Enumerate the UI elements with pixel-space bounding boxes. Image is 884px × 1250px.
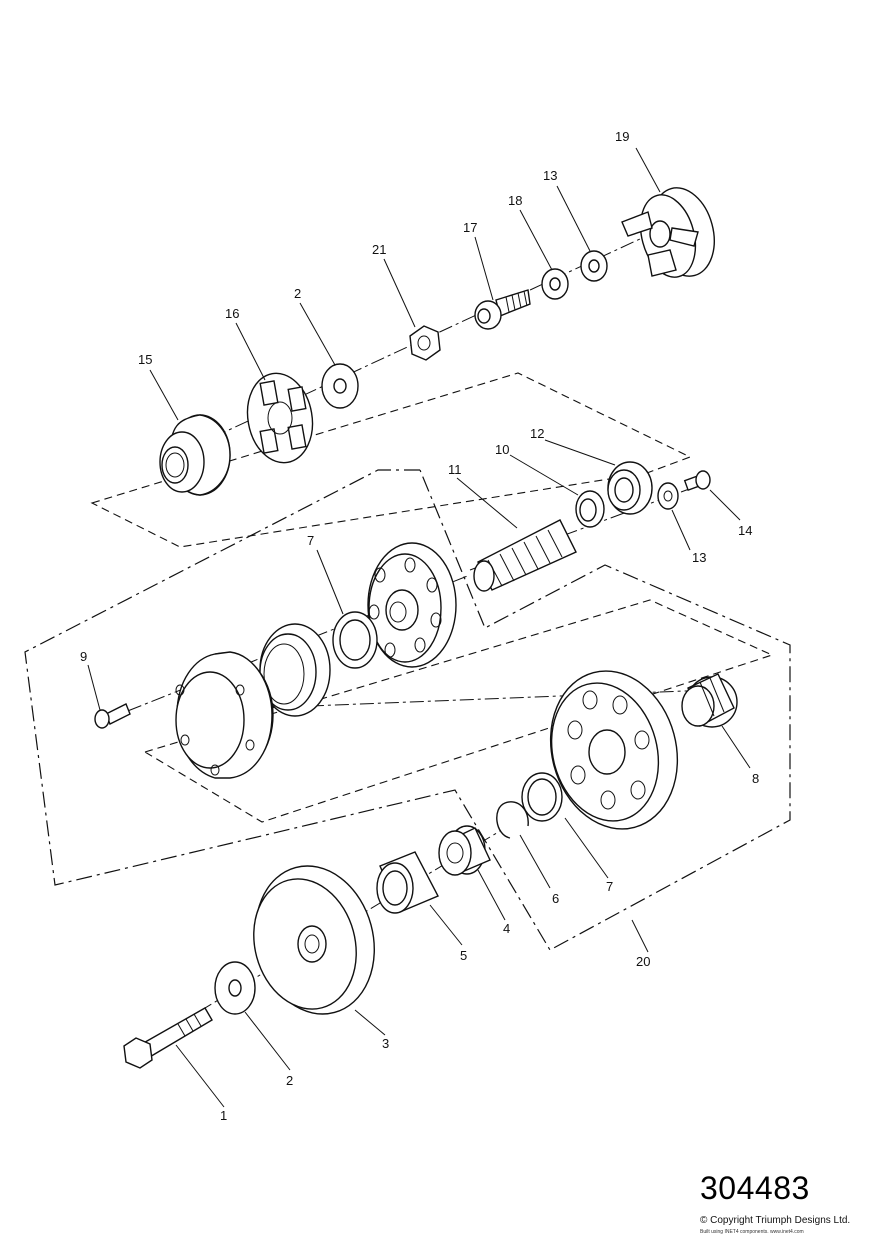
callout-14: 14 xyxy=(738,523,752,538)
inner-group-dashed-outline xyxy=(143,599,774,823)
callout-11: 11 xyxy=(448,462,462,477)
part-16-cush-drive-rubber xyxy=(246,372,314,464)
callout-5: 5 xyxy=(460,948,467,963)
callout-20: 20 xyxy=(636,954,650,969)
callout-7-lower: 7 xyxy=(606,879,613,894)
callout-17: 17 xyxy=(463,220,477,235)
callout-7-upper: 7 xyxy=(307,533,314,548)
part-2-washer-upper xyxy=(321,363,359,409)
part-19-drive-dog xyxy=(621,187,715,278)
part-9-bolt xyxy=(94,703,131,729)
callout-19: 19 xyxy=(615,129,629,144)
sprag-clutch-ring xyxy=(259,623,331,717)
part-4-splined-hub xyxy=(438,825,491,876)
part-13-washer-lower xyxy=(657,482,679,510)
leader-lines xyxy=(87,147,751,1108)
diagram-number: 304483 xyxy=(700,1170,810,1206)
callout-13-upper: 13 xyxy=(543,168,557,183)
part-18-washer xyxy=(541,268,569,300)
part-6-circlip xyxy=(496,801,529,839)
part-3-gear xyxy=(253,865,375,1015)
callout-12: 12 xyxy=(530,426,544,441)
part-5-bearing xyxy=(376,851,439,914)
part-13-washer-upper xyxy=(580,250,608,282)
callout-10: 10 xyxy=(495,442,509,457)
callout-1: 1 xyxy=(220,1108,227,1123)
part-10-spacer xyxy=(575,490,605,528)
sprag-clutch-body xyxy=(175,651,274,779)
part-17-bolt xyxy=(474,289,531,330)
part-11-splined-shaft xyxy=(473,519,577,592)
callout-21: 21 xyxy=(372,242,386,257)
part-14-screw xyxy=(683,470,711,491)
part-15-drive-housing xyxy=(159,414,231,496)
upper-group-dashed-outline xyxy=(90,372,692,548)
callout-16: 16 xyxy=(225,306,239,321)
part-12-bearing xyxy=(607,461,653,515)
part-21-nut xyxy=(409,325,441,361)
large-starter-gear xyxy=(549,670,679,830)
callout-3: 3 xyxy=(382,1036,389,1051)
callout-8: 8 xyxy=(752,771,759,786)
part-2-washer-lower xyxy=(214,961,256,1015)
callout-9: 9 xyxy=(80,649,87,664)
callout-13-lower: 13 xyxy=(692,550,706,565)
callout-2-lower: 2 xyxy=(286,1073,293,1088)
assembly-20-outline xyxy=(24,469,791,951)
part-7-washer-lower xyxy=(521,772,563,822)
callout-15: 15 xyxy=(138,352,152,367)
part-8-needle-bearing xyxy=(681,673,738,728)
callout-2-upper: 2 xyxy=(294,286,301,301)
built-using-notice: Built using INET4 components. www.inet4.… xyxy=(700,1229,804,1235)
part-1-bolt xyxy=(123,1007,213,1069)
callout-18: 18 xyxy=(508,193,522,208)
callout-4: 4 xyxy=(503,921,510,936)
copyright-notice: © Copyright Triumph Designs Ltd. xyxy=(700,1215,851,1226)
part-20-hub-plate xyxy=(367,542,457,668)
part-7-washer-upper xyxy=(332,611,378,669)
callout-6: 6 xyxy=(552,891,559,906)
